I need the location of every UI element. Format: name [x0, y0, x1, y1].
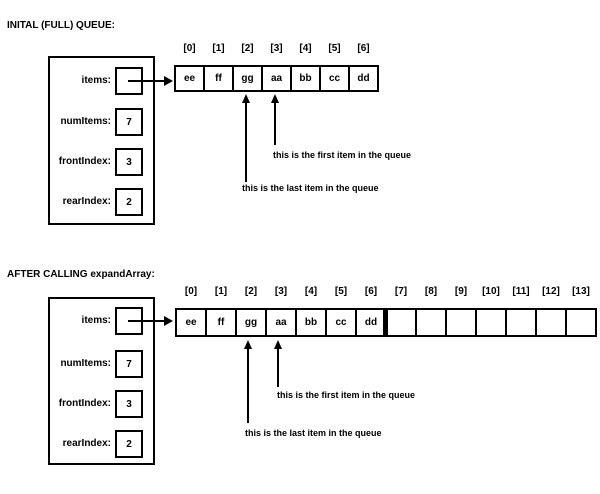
- rearindex-value-box: 2: [115, 430, 143, 458]
- array-cell: dd: [348, 65, 379, 92]
- array-index-label: [6]: [357, 43, 370, 54]
- array-index-label: [3]: [274, 286, 288, 297]
- items-pointer-arrow-line: [128, 80, 166, 82]
- items-pointer-arrowhead-icon: [164, 316, 173, 326]
- array-index-label: [0]: [183, 43, 196, 54]
- array-cell: gg: [232, 65, 263, 92]
- array-cell: [535, 308, 567, 337]
- array-index-label: [1]: [214, 286, 228, 297]
- numitems-value-box: 7: [115, 350, 143, 378]
- array-cell: ff: [203, 65, 234, 92]
- items-pointer-arrow-line: [128, 320, 166, 322]
- array-index-label: [5]: [328, 43, 341, 54]
- record-field-label-frontindex: frontIndex:: [58, 398, 111, 409]
- first-item-arrowhead-icon: [271, 94, 279, 103]
- array-cell: bb: [295, 308, 327, 337]
- first-item-annotation: this is the first item in the queue: [273, 150, 412, 160]
- array-index-label: [11]: [512, 286, 530, 297]
- array-index-label: [4]: [304, 286, 318, 297]
- frontindex-value-box: 3: [115, 390, 143, 418]
- array-index-label: [5]: [334, 286, 348, 297]
- array-index-label: [8]: [424, 286, 438, 297]
- array-index-label: [9]: [454, 286, 468, 297]
- array-index-label: [2]: [241, 43, 254, 54]
- record-field-label-numitems: numItems:: [60, 358, 111, 369]
- array-cell: ff: [205, 308, 237, 337]
- array-index-label: [0]: [184, 286, 198, 297]
- array-cell: [415, 308, 447, 337]
- record-field-label-items: items:: [81, 75, 111, 86]
- record-field-label-rearindex: rearIndex:: [62, 438, 111, 449]
- first-item-arrow-line: [277, 349, 279, 387]
- items-pointer-arrowhead-icon: [164, 76, 173, 86]
- array-index-label: [12]: [542, 286, 560, 297]
- frontindex-value-box: 3: [115, 148, 143, 176]
- old-array-boundary: [383, 308, 388, 337]
- array-cell: aa: [265, 308, 297, 337]
- numitems-value-box: 7: [115, 108, 143, 136]
- record-field-label-items: items:: [81, 315, 111, 326]
- first-item-arrowhead-icon: [274, 340, 282, 349]
- array-cell: cc: [319, 65, 350, 92]
- array-cell: bb: [290, 65, 321, 92]
- last-item-annotation: this is the last item in the queue: [242, 183, 379, 193]
- array-index-label: [10]: [482, 286, 500, 297]
- last-item-arrowhead-icon: [242, 94, 250, 103]
- array-cell: gg: [235, 308, 267, 337]
- array-cell: [445, 308, 477, 337]
- array-cell: [385, 308, 417, 337]
- first-item-arrow-line: [274, 103, 276, 145]
- last-item-annotation: this is the last item in the queue: [245, 428, 382, 438]
- first-item-annotation: this is the first item in the queue: [277, 390, 416, 400]
- array-index-label: [13]: [572, 286, 590, 297]
- rearindex-value-box: 2: [115, 188, 143, 216]
- last-item-arrowhead-icon: [244, 340, 252, 349]
- section-title: AFTER CALLING expandArray:: [7, 269, 155, 280]
- array-cell: aa: [261, 65, 292, 92]
- section-title: INITAL (FULL) QUEUE:: [7, 20, 115, 31]
- array-cell: [475, 308, 507, 337]
- array-index-label: [7]: [394, 286, 408, 297]
- last-item-arrow-line: [245, 103, 247, 182]
- array-index-label: [3]: [270, 43, 283, 54]
- array-cell: ee: [175, 308, 207, 337]
- record-field-label-rearindex: rearIndex:: [62, 196, 111, 207]
- array-cell: [505, 308, 537, 337]
- record-field-label-frontindex: frontIndex:: [58, 156, 111, 167]
- last-item-arrow-line: [247, 349, 249, 423]
- array-cell: cc: [325, 308, 357, 337]
- array-index-label: [2]: [244, 286, 258, 297]
- array-index-label: [4]: [299, 43, 312, 54]
- array-cell: [565, 308, 597, 337]
- array-cell: ee: [174, 65, 205, 92]
- record-field-label-numitems: numItems:: [60, 116, 111, 127]
- array-index-label: [6]: [364, 286, 378, 297]
- array-index-label: [1]: [212, 43, 225, 54]
